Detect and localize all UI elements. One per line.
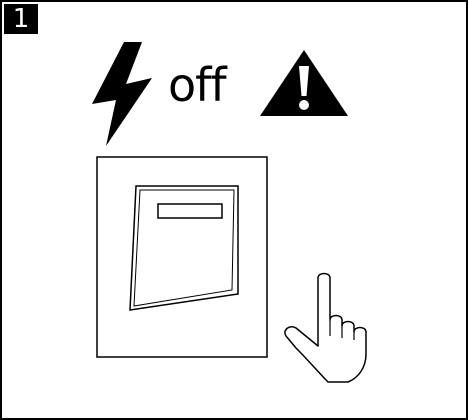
- step-number-badge: 1: [4, 4, 38, 34]
- pointing-hand-icon: [282, 270, 386, 388]
- switch-rocker: [130, 186, 238, 310]
- wall-switch: [96, 156, 268, 358]
- lightning-bolt-icon: [86, 42, 158, 146]
- power-state-label: off: [168, 58, 226, 112]
- switch-indicator-window: [158, 204, 222, 218]
- warning-triangle-icon: [258, 48, 350, 118]
